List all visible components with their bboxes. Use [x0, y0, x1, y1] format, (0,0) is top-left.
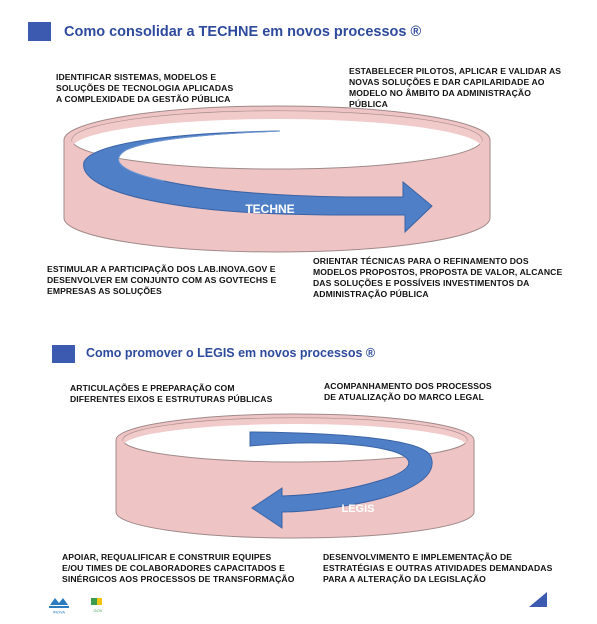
legis-arrow: [249, 431, 433, 529]
text-line: DE ATUALIZAÇÃO DO MARCO LEGAL: [324, 392, 484, 402]
techne-arrow-edge: [118, 130, 281, 182]
text-line: ESTIMULAR A PARTICIPAÇÃO DOS LAB.INOVA.G…: [47, 264, 276, 274]
corner-triangle-icon: [529, 592, 547, 607]
text-line: DIFERENTES EIXOS E ESTRUTURAS PÚBLICAS: [70, 394, 273, 404]
logo-gov-text: GOV: [94, 608, 103, 613]
section-marker-techne: [28, 22, 51, 41]
techne-text-bottom-left: ESTIMULAR A PARTICIPAÇÃO DOS LAB.INOVA.G…: [47, 264, 276, 297]
text-line: PARA A ALTERAÇÃO DA LEGISLAÇÃO: [323, 574, 486, 584]
text-line: IDENTIFICAR SISTEMAS, MODELOS E: [56, 72, 217, 82]
text-line: SOLUÇÕES DE TECNOLOGIA APLICADAS: [56, 83, 234, 93]
legis-label: LEGIS: [341, 503, 374, 515]
text-line: APOIAR, REQUALIFICAR E CONSTRUIR EQUIPES: [62, 552, 272, 562]
techne-label: TECHNE: [245, 202, 294, 216]
legis-title: Como promover o LEGIS em novos processos…: [86, 346, 376, 360]
techne-title: Como consolidar a TECHNE em novos proces…: [64, 24, 422, 40]
text-line: E/OU TIMES DE COLABORADORES CAPACITADOS …: [62, 563, 285, 573]
footer-logo-gov: GOV: [83, 596, 113, 616]
text-line: ORIENTAR TÉCNICAS PARA O REFINAMENTO DOS: [313, 256, 529, 266]
text-line: EMPRESAS AS SOLUÇÕES: [47, 286, 162, 296]
text-line: PÚBLICA: [349, 99, 388, 109]
text-line: DAS SOLUÇÕES E POSSÍVEIS INVESTIMENTOS D…: [313, 278, 530, 288]
text-line: ESTABELECER PILOTOS, APLICAR E VALIDAR A…: [349, 66, 562, 76]
text-line: NOVAS SOLUÇÕES E DAR CAPILARIDADE AO: [349, 77, 545, 87]
text-line: A COMPLEXIDADE DA GESTÃO PÚBLICA: [56, 94, 231, 104]
text-line: ADMINISTRAÇÃO PÚBLICA: [313, 289, 429, 299]
footer-logo-inova: INOVA: [44, 595, 74, 615]
text-line: SINÉRGICOS AOS PROCESSOS DE TRANSFORMAÇÃ…: [62, 574, 295, 584]
logo-inova-text: INOVA: [53, 610, 65, 615]
text-line: MODELO NO ÂMBITO DA ADMINISTRAÇÃO: [349, 88, 532, 98]
logo-inova-icon: INOVA: [49, 598, 69, 615]
text-line: ACOMPANHAMENTO DOS PROCESSOS: [324, 381, 492, 391]
techne-cylinder: TECHNE: [63, 105, 491, 253]
section-marker-legis: [52, 345, 75, 363]
legis-cylinder: LEGIS: [115, 413, 475, 539]
text-line: DESENVOLVER EM CONJUNTO COM AS GOVTECHS …: [47, 275, 277, 285]
text-line: ESTRATÉGIAS E OUTRAS ATIVIDADES DEMANDAD…: [323, 563, 553, 573]
legis-ring-back-wall: [123, 418, 467, 446]
text-line: MODELOS PROPOSTOS, PROPOSTA DE VALOR, AL…: [313, 267, 563, 277]
legis-text-bottom-left: APOIAR, REQUALIFICAR E CONSTRUIR EQUIPES…: [62, 552, 295, 585]
techne-text-top-right: ESTABELECER PILOTOS, APLICAR E VALIDAR A…: [349, 66, 561, 110]
text-line: DESENVOLVIMENTO E IMPLEMENTAÇÃO DE: [323, 552, 513, 562]
text-line: ARTICULAÇÕES E PREPARAÇÃO COM: [70, 383, 235, 393]
logo-gov-icon: GOV: [91, 598, 103, 613]
techne-text-bottom-right: ORIENTAR TÉCNICAS PARA O REFINAMENTO DOS…: [313, 256, 562, 300]
techne-ring-back-wall: [72, 111, 482, 148]
